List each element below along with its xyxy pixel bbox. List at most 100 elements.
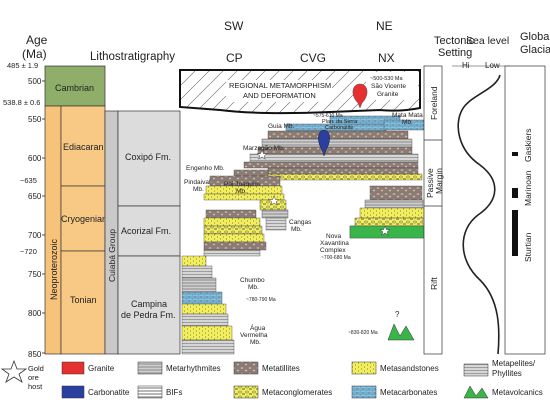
tectonic-title-1: Tectonic xyxy=(434,35,475,47)
legend-metarhythmites: Metarhythmites xyxy=(166,364,221,373)
campina-box xyxy=(117,255,181,355)
acorizal-box xyxy=(117,205,181,257)
plan-age: ~575-610 Ma xyxy=(313,113,343,119)
chumbo-age: ~780-790 Ma xyxy=(246,297,276,303)
plan-name-1: Plan. da Serra xyxy=(322,119,358,125)
deformation-line-2: AND DEFORMATION xyxy=(243,91,316,100)
ne-label: NE xyxy=(376,19,393,33)
cuiaba-group-label: Cuiabá Group xyxy=(107,229,117,282)
tectonic-column xyxy=(423,65,443,355)
agua-label-3: Mb. xyxy=(250,339,261,346)
mata-label-2: Mb. xyxy=(402,119,413,126)
granite-name-2: Granite xyxy=(377,91,399,98)
pai-joaquim-stack xyxy=(203,169,289,231)
coxipo-label: Coxipó Fm. xyxy=(125,152,171,162)
cvg-label: CVG xyxy=(300,51,326,65)
age-tick-700: 700 xyxy=(28,231,42,240)
acorizal-lower-stack xyxy=(203,209,267,257)
sea-level-title: Sea level xyxy=(466,35,509,47)
age-tick-600: 600 xyxy=(28,154,42,163)
age-tick-marks xyxy=(42,80,45,354)
legend-gold-2: ore xyxy=(28,373,39,382)
ediacaran-label: Ediacaran xyxy=(63,142,104,152)
age-635: ~635 xyxy=(20,176,37,185)
volcanics-age: ~830-820 Ma xyxy=(348,330,378,336)
legend-carbonatite-swatch xyxy=(61,385,85,399)
glaciations-title-1: Global xyxy=(520,31,550,43)
age-tick-500: 500 xyxy=(28,77,42,86)
gaskiers-label: Gaskiers xyxy=(523,128,533,162)
cryogenian-label: Cryogenian xyxy=(61,214,107,224)
tectonic-title-2: Setting xyxy=(438,47,472,59)
foreland-label: Foreland xyxy=(429,86,439,120)
legend-metasandstones-swatch xyxy=(351,361,377,375)
nova-age: ~700-680 Ma xyxy=(321,255,351,261)
marzagao-label: Marzagão Mb. xyxy=(243,145,285,152)
nova-label-3: Complex xyxy=(320,247,346,254)
campina-stack xyxy=(181,255,235,355)
cambrian-label: Cambrian xyxy=(55,83,94,93)
gaskiers-bar xyxy=(512,152,518,156)
age-720: ~720 xyxy=(20,247,37,256)
pindaival-label-1: Pindaival xyxy=(184,179,211,186)
campina-label-1: Campina xyxy=(131,299,167,309)
age-cambrian-base: 538.8 ± 0.6 xyxy=(3,98,40,107)
litho-title: Lithostratigraphy xyxy=(90,51,175,63)
legend-metarhythmites-swatch xyxy=(137,361,163,375)
legend-granite-swatch xyxy=(61,361,85,375)
nova-label-1: Nova xyxy=(326,233,342,240)
legend-metatillites: Metatillites xyxy=(262,364,300,373)
cangas-label-2: Mb. xyxy=(291,226,302,233)
legend-metavolcanics: Metavolcanics xyxy=(492,388,543,397)
glaciations-title-2: Glaciations xyxy=(520,44,550,56)
sea-level-curve xyxy=(457,74,501,355)
legend-metavolcanics-swatch xyxy=(463,385,489,399)
legend-gold-3: host xyxy=(28,382,43,391)
passive-label-2: Margin xyxy=(434,168,444,194)
tonian-label: Tonian xyxy=(70,295,97,305)
rift-volcanics xyxy=(387,323,415,341)
legend-bifs-swatch xyxy=(137,385,163,399)
age-tick-800: 800 xyxy=(28,309,42,318)
age-tick-850: 850 xyxy=(28,350,42,359)
passive-label-1: Passive xyxy=(425,168,435,198)
cp-label: CP xyxy=(226,51,243,65)
granite-label-bg xyxy=(366,72,418,100)
pai-label-2: Mb. xyxy=(236,188,247,195)
sturtian-label: Sturtian xyxy=(523,232,533,262)
legend-carbonatite: Carbonatite xyxy=(88,388,130,397)
coxipo-stack xyxy=(243,115,425,169)
plan-name-2: Carbonatite xyxy=(325,125,353,131)
acorizal-label: Acorizal Fm. xyxy=(121,226,171,236)
pai-label-1: Pai Joaquim xyxy=(224,181,260,188)
coxipo-box xyxy=(117,110,181,207)
neoproterozoic-label: Neoproterozoic xyxy=(49,238,59,300)
sw-label: SW xyxy=(224,19,244,33)
agua-label-2: Vermelha xyxy=(240,332,268,339)
mata-label-1: Mata Mata xyxy=(392,112,423,119)
granite-name-1: São Vicente xyxy=(371,83,406,90)
cangas-label-1: Cangas xyxy=(289,219,312,226)
nx-label: NX xyxy=(378,51,395,65)
guia-label: Guia Mb. xyxy=(268,123,295,130)
legend-gold-1: Gold xyxy=(28,364,44,373)
age-tick-650: 650 xyxy=(28,192,42,201)
tonian-box xyxy=(60,250,106,355)
chumbo-label-1: Chumbo xyxy=(240,277,265,284)
sturtian-bar xyxy=(512,210,518,256)
gold-star-cangas xyxy=(268,195,280,206)
legend-metaconglomerates: Metaconglomerates xyxy=(262,388,332,397)
engenho-label: Engenho Mb. xyxy=(186,165,225,172)
gold-star-icon xyxy=(0,359,28,383)
sea-low-label: Low xyxy=(485,61,500,70)
agua-label-1: Água xyxy=(250,323,266,332)
deformation-label-bg xyxy=(226,80,332,102)
legend-metapelites-swatch xyxy=(463,363,489,377)
deformation-line-1: REGIONAL METAMORPHISM xyxy=(229,81,331,90)
granite-age: ~500-530 Ma xyxy=(370,76,404,82)
legend-metapelites-1: Metapelites/ xyxy=(492,359,536,368)
gold-star-nova xyxy=(379,225,391,236)
age-top: 485 ± 1.9 xyxy=(7,61,38,70)
acorizal-stack xyxy=(261,167,425,239)
